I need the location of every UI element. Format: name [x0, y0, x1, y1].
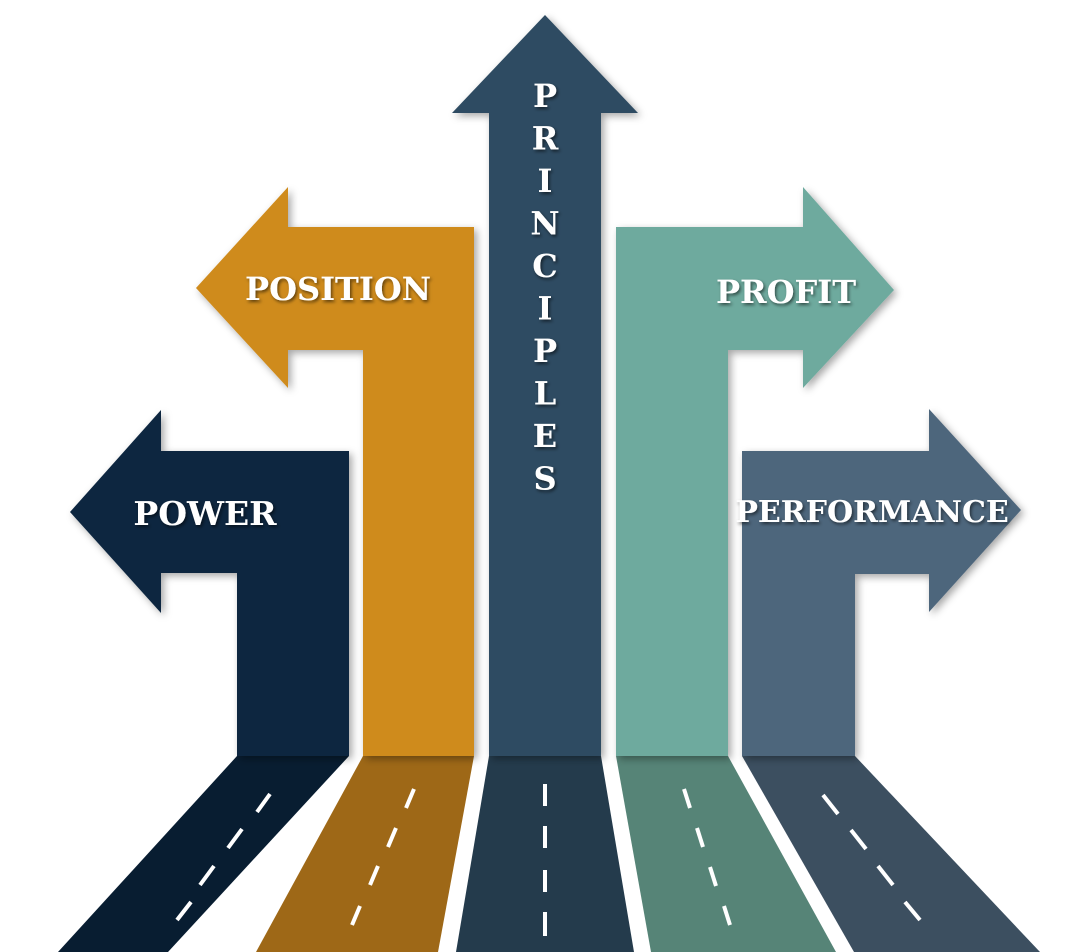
label-profit: PROFIT: [716, 273, 856, 311]
road-profit: [616, 756, 836, 952]
lane-marking-performance: [821, 793, 922, 922]
arrow-power: [70, 410, 349, 756]
arrow-position: [196, 187, 474, 756]
lane-markings: [175, 784, 922, 936]
road-performance: [742, 756, 1040, 952]
label-power: POWER: [133, 494, 277, 533]
label-performance: PERFORMANCE: [735, 495, 1008, 530]
lane-marking-profit: [682, 788, 732, 926]
arrow-profit: [616, 187, 894, 756]
lane-marking-power: [175, 792, 272, 922]
road-principles: [456, 756, 634, 952]
arrows: [70, 15, 1021, 756]
arrow-principles: [452, 15, 638, 756]
road-position: [256, 756, 474, 952]
lane-marking-position: [350, 788, 416, 926]
road-power: [58, 756, 349, 952]
arrow-performance: [742, 409, 1021, 756]
label-position: POSITION: [245, 270, 431, 308]
roads: [58, 756, 1040, 952]
